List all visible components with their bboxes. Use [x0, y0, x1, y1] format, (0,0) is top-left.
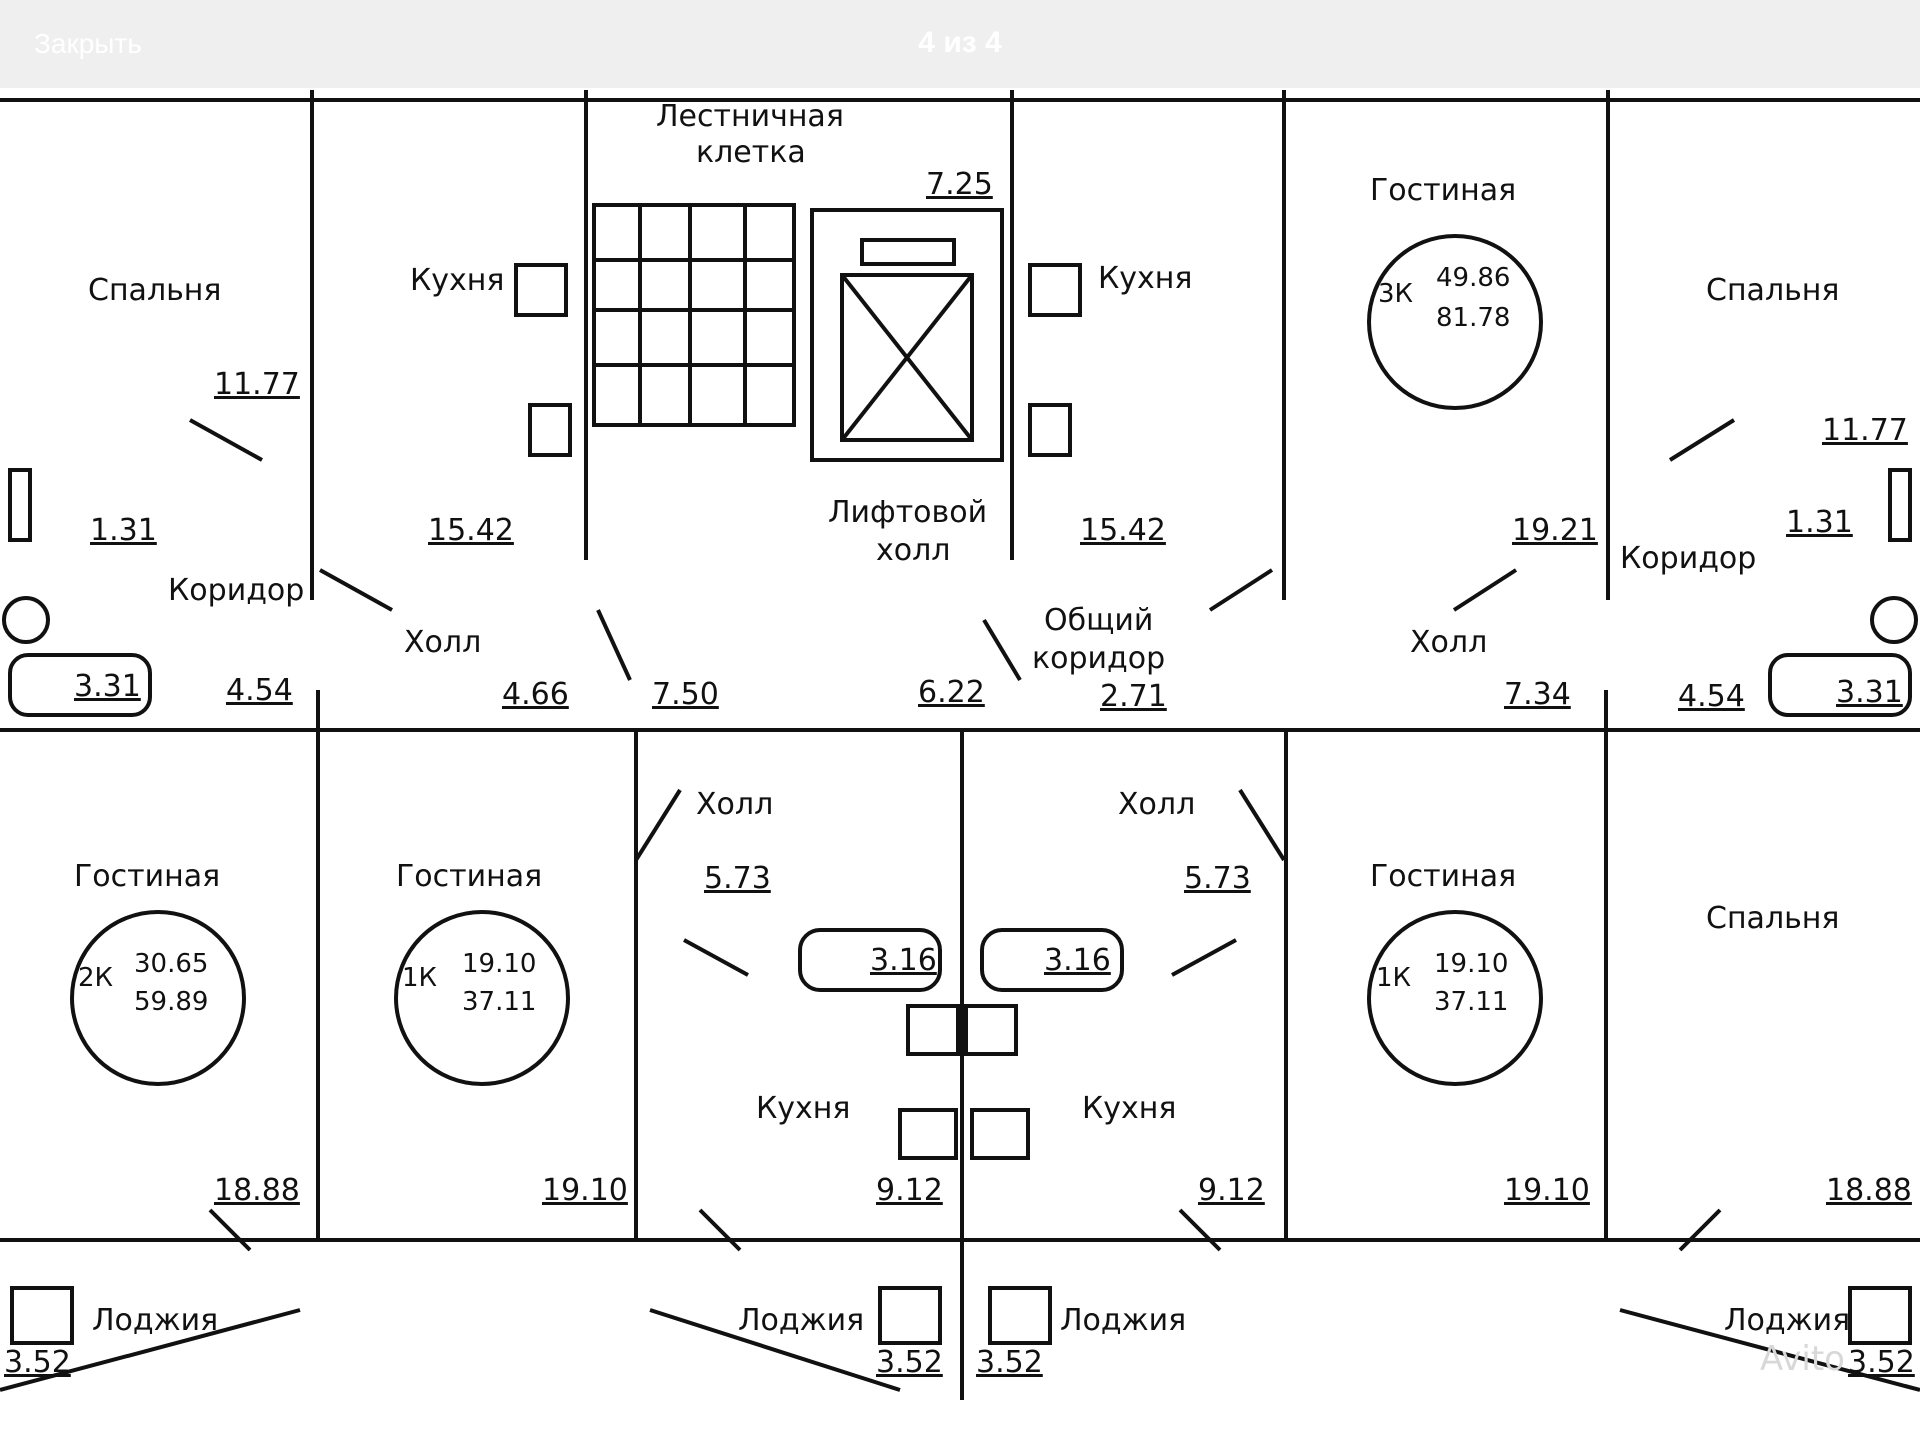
room-hall-bl: Холл — [696, 787, 773, 822]
area-7-34: 7.34 — [1504, 677, 1571, 712]
apt3-total: 81.78 — [1436, 303, 1510, 333]
stair-label-1: Лестничная — [656, 99, 844, 134]
area-9-12-right: 9.12 — [1198, 1173, 1265, 1208]
area-3-16-right: 3.16 — [1044, 943, 1111, 978]
avito-watermark: Avito — [1760, 1339, 1845, 1379]
area-7-25: 7.25 — [926, 167, 993, 202]
apt3-type: 3К — [1378, 279, 1413, 309]
room-loggia-3: Лоджия — [1060, 1303, 1186, 1338]
room-hall-tl: Холл — [404, 625, 481, 660]
apt1a-living: 19.10 — [462, 949, 536, 979]
area-5-73-right: 5.73 — [1184, 861, 1251, 896]
room-bedroom-tl: Спальня — [88, 273, 221, 308]
area-19-10-right: 19.10 — [1504, 1173, 1590, 1208]
area-7-50: 7.50 — [652, 677, 719, 712]
apt2-type: 2К — [78, 963, 113, 993]
floor-plan-drawing: Лестничная клетка Лифтовой холл Общий ко… — [0, 90, 1920, 1400]
area-19-21: 19.21 — [1512, 513, 1598, 548]
room-corridor-left: Коридор — [168, 573, 304, 608]
room-loggia-2: Лоджия — [738, 1303, 864, 1338]
apt3-living: 49.86 — [1436, 263, 1510, 293]
area-3-52-4: 3.52 — [1848, 1345, 1915, 1380]
area-2-71: 2.71 — [1100, 679, 1167, 714]
room-living-br: Гостиная — [1370, 859, 1516, 894]
room-bedroom-br: Спальня — [1706, 901, 1839, 936]
area-9-12-left: 9.12 — [876, 1173, 943, 1208]
common-corridor-label-1: Общий — [1044, 603, 1153, 638]
area-1-31-right: 1.31 — [1786, 505, 1853, 540]
area-19-10-left: 19.10 — [542, 1173, 628, 1208]
area-15-42-right: 15.42 — [1080, 513, 1166, 548]
apt1b-living: 19.10 — [1434, 949, 1508, 979]
room-bedroom-tr: Спальня — [1706, 273, 1839, 308]
common-corridor-label-2: коридор — [1032, 641, 1165, 676]
area-4-54-right: 4.54 — [1678, 679, 1745, 714]
room-living-bl1: Гостиная — [74, 859, 220, 894]
area-18-88-right: 18.88 — [1826, 1173, 1912, 1208]
room-loggia-4: Лоджия — [1724, 1303, 1850, 1338]
stair-label-2: клетка — [696, 135, 806, 170]
area-3-16-left: 3.16 — [870, 943, 937, 978]
room-corridor-right: Коридор — [1620, 541, 1756, 576]
room-kitchen-br: Кухня — [1082, 1091, 1176, 1126]
floor-plan-image: Лестничная клетка Лифтовой холл Общий ко… — [0, 88, 1920, 1440]
room-hall-tr: Холл — [1410, 625, 1487, 660]
area-5-73-left: 5.73 — [704, 861, 771, 896]
area-4-54-left: 4.54 — [226, 673, 293, 708]
area-1-31-left: 1.31 — [90, 513, 157, 548]
area-3-52-3: 3.52 — [976, 1345, 1043, 1380]
area-3-52-1: 3.52 — [4, 1345, 71, 1380]
apt2-total: 59.89 — [134, 987, 208, 1017]
room-kitchen-tl: Кухня — [410, 263, 504, 298]
image-counter: 4 из 4 — [918, 26, 1002, 59]
area-6-22: 6.22 — [918, 675, 985, 710]
apt1a-type: 1К — [402, 963, 437, 993]
apt2-living: 30.65 — [134, 949, 208, 979]
apt1b-type: 1К — [1376, 963, 1411, 993]
area-11-77-right: 11.77 — [1822, 413, 1908, 448]
area-3-31-right: 3.31 — [1836, 675, 1903, 710]
room-living-bl2: Гостиная — [396, 859, 542, 894]
area-11-77-left: 11.77 — [214, 367, 300, 402]
room-loggia-1: Лоджия — [92, 1303, 218, 1338]
area-4-66: 4.66 — [502, 677, 569, 712]
area-18-88-left: 18.88 — [214, 1173, 300, 1208]
area-3-52-2: 3.52 — [876, 1345, 943, 1380]
viewer-topbar: Закрыть 4 из 4 — [0, 0, 1920, 88]
close-button[interactable]: Закрыть — [34, 28, 142, 59]
apt1a-total: 37.11 — [462, 987, 536, 1017]
room-living-tr: Гостиная — [1370, 173, 1516, 208]
area-15-42-left: 15.42 — [428, 513, 514, 548]
lift-hall-label-2: холл — [876, 533, 950, 568]
room-hall-br: Холл — [1118, 787, 1195, 822]
apt1b-total: 37.11 — [1434, 987, 1508, 1017]
lift-hall-label-1: Лифтовой — [828, 495, 987, 530]
area-3-31-left: 3.31 — [74, 669, 141, 704]
room-kitchen-bl: Кухня — [756, 1091, 850, 1126]
room-kitchen-tr: Кухня — [1098, 261, 1192, 296]
